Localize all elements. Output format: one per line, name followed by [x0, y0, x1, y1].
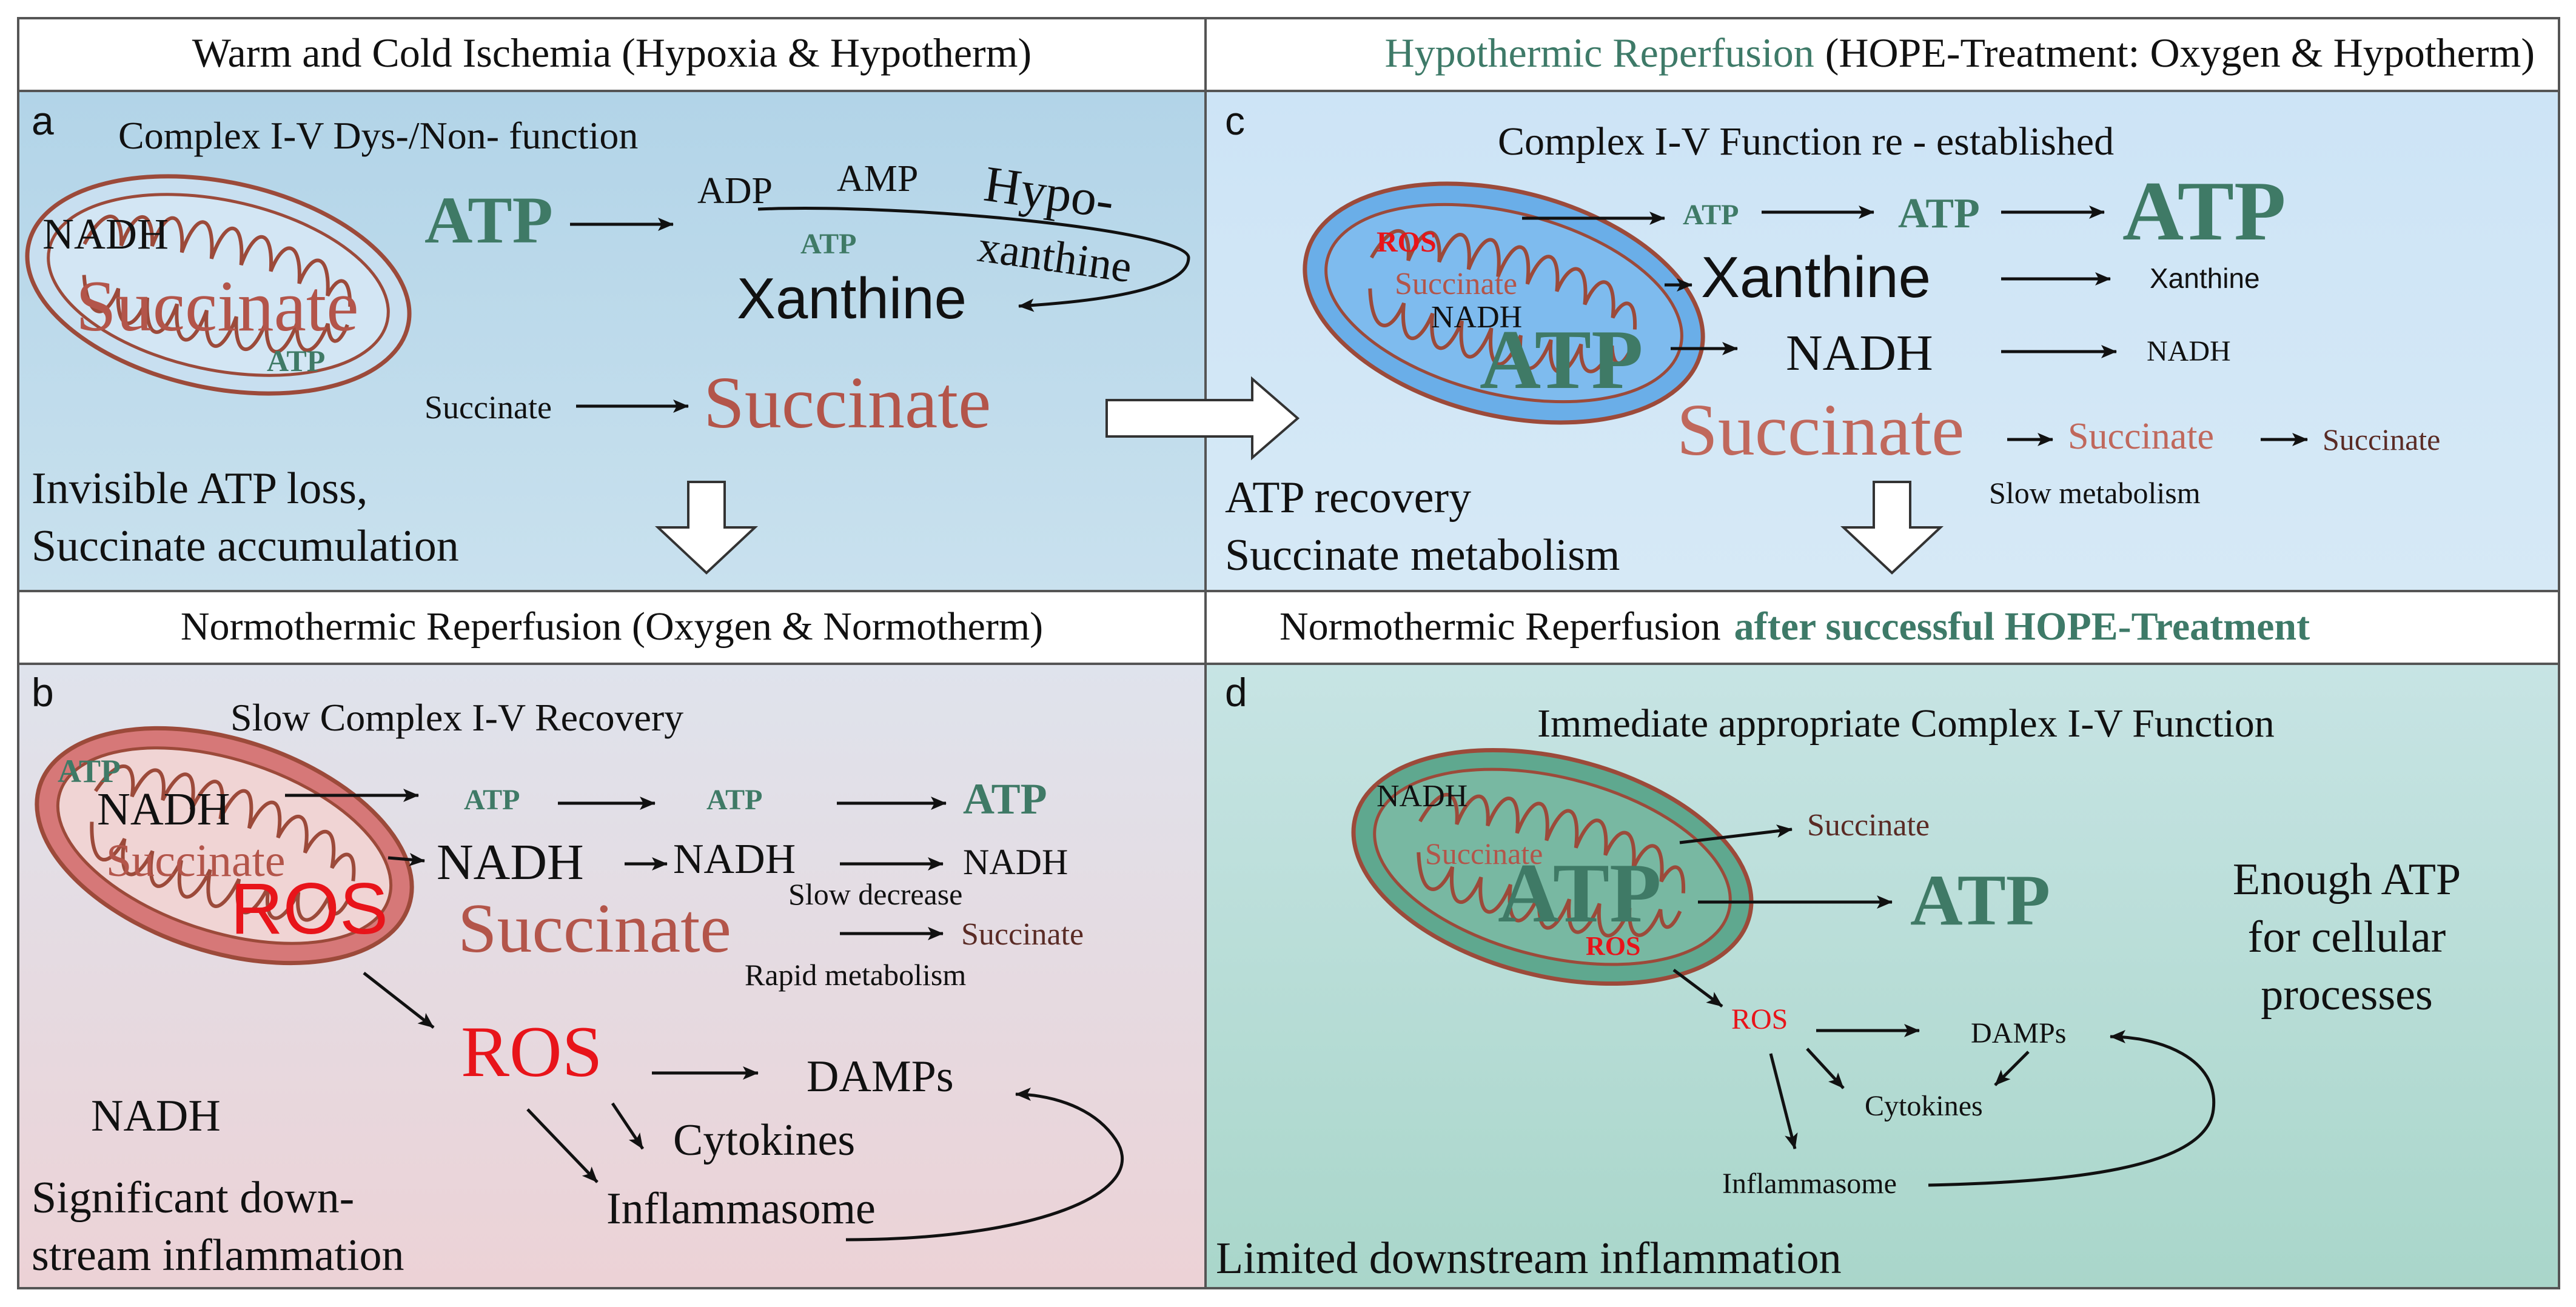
header-ischemia: Warm and Cold Ischemia (Hypoxia & Hypoth… [192, 30, 1031, 76]
mito-a-nadh: NADH [42, 210, 169, 258]
panel-b-atp-3: ATP [963, 775, 1047, 823]
panel-b-rapid-metabolism: Rapid metabolism [745, 958, 966, 992]
panel-d-succinate: Succinate [1807, 808, 1930, 843]
panel-c-succinate-2: Succinate [2068, 416, 2214, 457]
mito-b-atp: ATP [58, 753, 121, 789]
panel-d-enough-1: Enough ATP [2233, 855, 2461, 904]
panel-d-damps: DAMPs [1971, 1017, 2066, 1049]
mito-c-nadh: NADH [1431, 300, 1522, 335]
panel-b-subtitle: Slow Complex I-V Recovery [230, 696, 683, 739]
panel-c-atp-2: ATP [1898, 190, 1980, 237]
panel-c-xanthine-1: Xanthine [1701, 245, 1931, 310]
header-hypothermic-reperfusion: Hypothermic Reperfusion(HOPE-Treatment: … [1385, 30, 2535, 76]
panel-b-inflammasome: Inflammasome [606, 1184, 876, 1234]
panel-b-nadh-3: NADH [963, 842, 1068, 882]
header-row-middle [17, 590, 2560, 665]
mito-a-atp: ATP [267, 344, 325, 378]
panel-b-nadh-2: NADH [673, 836, 796, 883]
panel-a-caption-1: Invisible ATP loss, [32, 464, 367, 513]
panel-b-cytokines: Cytokines [673, 1115, 855, 1165]
panel-b-atp-2: ATP [706, 784, 762, 816]
mito-d-atp: ATP [1498, 846, 1662, 940]
header-normothermic-black: Normothermic Reperfusion [1280, 604, 1721, 649]
panel-a-succinate-big: Succinate [703, 362, 991, 444]
header-normothermic-reperfusion: Normothermic Reperfusion (Oxygen & Normo… [181, 604, 1043, 649]
mito-c-ros: ROS [1377, 226, 1437, 258]
panel-b-letter: b [32, 670, 54, 715]
mito-a-succinate: Succinate [76, 266, 358, 346]
panel-c-succinate-3: Succinate [2323, 423, 2440, 456]
header-normothermic-after-hope: Normothermic Reperfusion after successful… [1280, 604, 2310, 649]
panel-b-caption-2: stream inflammation [32, 1231, 404, 1280]
panel-c-slow-metabolism: Slow metabolism [1989, 476, 2201, 510]
panel-a-xanthine: Xanthine [737, 266, 967, 331]
panel-c-caption-1: ATP recovery [1225, 473, 1471, 523]
panel-b-nadh-1: NADH [437, 834, 584, 891]
panel-d-inflammasome: Inflammasome [1722, 1168, 1897, 1200]
panel-a-atp: ATP [424, 183, 553, 257]
panel-b-ros: ROS [461, 1011, 602, 1092]
panel-a-atp-small: ATP [800, 228, 856, 260]
header-row-top [17, 17, 2560, 92]
arrow-a-to-b [654, 481, 759, 575]
panel-b-nadh-left: NADH [91, 1091, 221, 1141]
panel-c-succinate-1: Succinate [1677, 389, 1964, 471]
mitochondrion-a [25, 174, 412, 396]
mito-b-nadh: NADH [97, 784, 230, 835]
panel-c-subtitle: Complex I-V Function re - established [1498, 119, 2114, 164]
header-hope-black: (HOPE-Treatment: Oxygen & Hypotherm) [1825, 30, 2535, 76]
panel-a-subtitle: Complex I-V Dys-/Non- function [118, 114, 638, 157]
mito-d-ros: ROS [1586, 931, 1640, 961]
panel-d-cytokines: Cytokines [1865, 1090, 1983, 1122]
panel-a: a Complex I-V Dys-/Non- function NADH Su… [25, 98, 1190, 575]
mito-c-atp: ATP [1480, 313, 1643, 407]
mito-b-succinate: Succinate [106, 835, 285, 886]
mito-b-ros: ROS [230, 868, 388, 949]
panel-c-xanthine-2: Xanthine [2150, 262, 2260, 294]
panel-a-adp: ADP [697, 170, 773, 212]
panel-c: c Complex I-V Function re - established … [1225, 98, 2440, 580]
panel-b-succinate-big: Succinate [458, 890, 731, 968]
panel-d-letter: d [1225, 670, 1247, 715]
header-after-hope-green: after successful HOPE-Treatment [1734, 604, 2310, 649]
panel-d-atp: ATP [1910, 860, 2050, 940]
panel-a-succinate-small: Succinate [424, 389, 552, 426]
panel-d-ros: ROS [1731, 1003, 1788, 1035]
panel-c-atp-1: ATP [1683, 199, 1739, 231]
panel-b-succinate-small: Succinate [961, 917, 1084, 952]
mito-d-succinate: Succinate [1425, 837, 1543, 871]
panel-b: b Slow Complex I-V Recovery ATP NADH Suc… [32, 670, 1124, 1280]
panel-b-damps: DAMPs [807, 1052, 954, 1101]
panel-a-caption-2: Succinate accumulation [32, 521, 459, 571]
panel-d: d Immediate appropriate Complex I-V Func… [1216, 670, 2461, 1283]
mito-d-nadh: NADH [1377, 779, 1467, 814]
panel-d-subtitle: Immediate appropriate Complex I-V Functi… [1537, 701, 2275, 746]
panel-b-caption-1: Significant down- [32, 1173, 354, 1223]
panel-a-letter: a [32, 98, 54, 143]
panel-c-letter: c [1225, 98, 1245, 143]
mitochondrion-d [1351, 747, 1754, 986]
arrow-c-to-d [1840, 481, 1944, 575]
mitochondrion-c [1303, 181, 1705, 425]
mito-c-succinate: Succinate [1395, 267, 1517, 301]
arrow-a-to-c [1105, 376, 1300, 461]
panel-b-atp-1: ATP [464, 784, 520, 816]
panel-c-nadh-2: NADH [2147, 335, 2231, 367]
panel-c-caption-2: Succinate metabolism [1225, 530, 1620, 580]
panel-b-slow-decrease: Slow decrease [788, 877, 962, 911]
panel-d-enough-2: for cellular [2248, 912, 2446, 962]
panel-d-enough-3: processes [2261, 970, 2433, 1020]
panel-d-caption: Limited downstream inflammation [1216, 1234, 1842, 1283]
panel-c-nadh-1: NADH [1786, 325, 1933, 381]
panel-a-amp: AMP [837, 158, 918, 199]
panel-c-atp-3: ATP [2122, 164, 2286, 258]
header-hope-green: Hypothermic Reperfusion [1385, 30, 1814, 76]
